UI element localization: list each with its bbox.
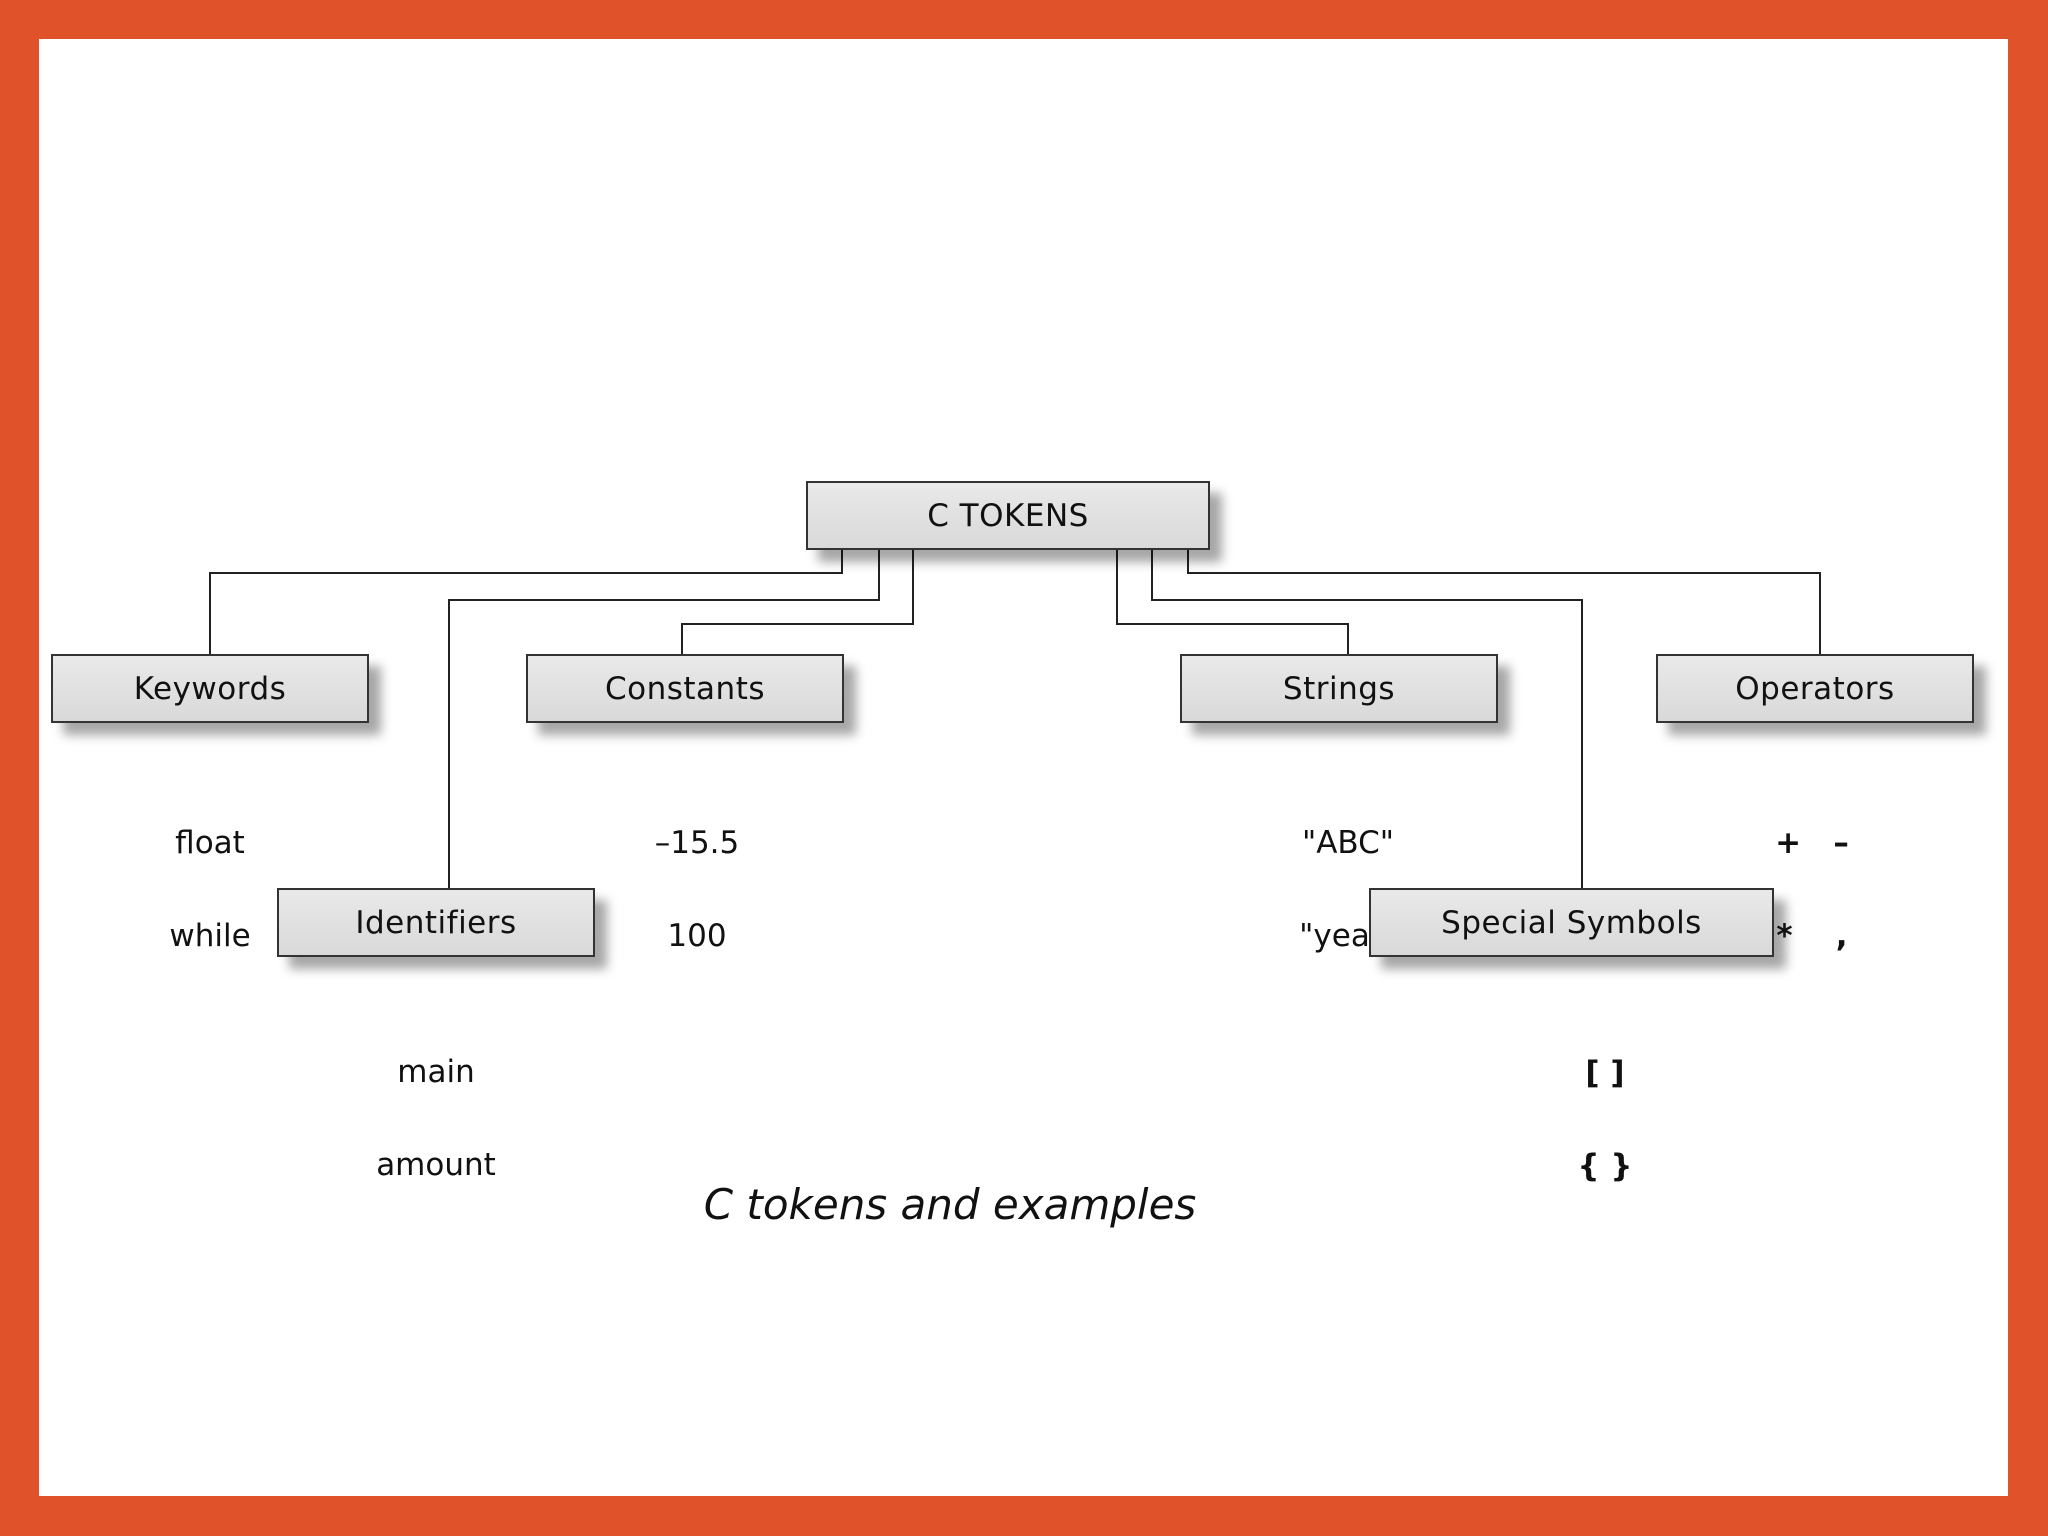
node-identifiers: Identifiers	[277, 888, 595, 957]
node-keywords: Keywords	[51, 654, 369, 723]
operators-examples: + – * ,	[1712, 766, 1912, 983]
connector-constants	[681, 550, 914, 654]
node-constants: Constants	[526, 654, 844, 723]
slide-background	[39, 39, 2008, 1496]
connector-strings	[1116, 550, 1349, 654]
operators-label: Operators	[1735, 670, 1895, 707]
example-item: main	[397, 1054, 475, 1090]
connector-keywords	[209, 550, 843, 654]
connector-operators	[1187, 550, 1821, 654]
example-item: [ ]	[1585, 1055, 1625, 1091]
example-item: "ABC"	[1301, 825, 1395, 861]
identifiers-examples: main amount	[336, 995, 536, 1212]
strings-label: Strings	[1282, 670, 1396, 707]
example-item: –15.5	[654, 825, 740, 861]
keywords-examples: float while	[110, 766, 310, 983]
node-operators: Operators	[1656, 654, 1974, 723]
identifiers-label: Identifiers	[355, 904, 517, 941]
node-special-symbols: Special Symbols	[1369, 888, 1774, 957]
constants-label: Constants	[604, 670, 765, 707]
special-symbols-label: Special Symbols	[1441, 904, 1702, 941]
root-label: C TOKENS	[927, 497, 1089, 534]
example-item: 100	[667, 918, 727, 954]
example-item: float	[175, 825, 245, 861]
keywords-label: Keywords	[133, 670, 287, 707]
example-item: amount	[376, 1147, 496, 1183]
special-symbols-examples: [ ] { }	[1505, 996, 1705, 1213]
connector-identifiers	[448, 550, 880, 888]
constants-examples: –15.5 100	[597, 766, 797, 983]
example-item: * ,	[1776, 918, 1848, 954]
example-item: + –	[1775, 825, 1849, 861]
root-node: C TOKENS	[806, 481, 1210, 550]
connector-special-symbols	[1151, 550, 1583, 888]
example-item: { }	[1577, 1148, 1633, 1184]
node-strings: Strings	[1180, 654, 1498, 723]
figure-caption: C tokens and examples	[703, 1180, 1197, 1229]
example-item: while	[169, 918, 251, 954]
